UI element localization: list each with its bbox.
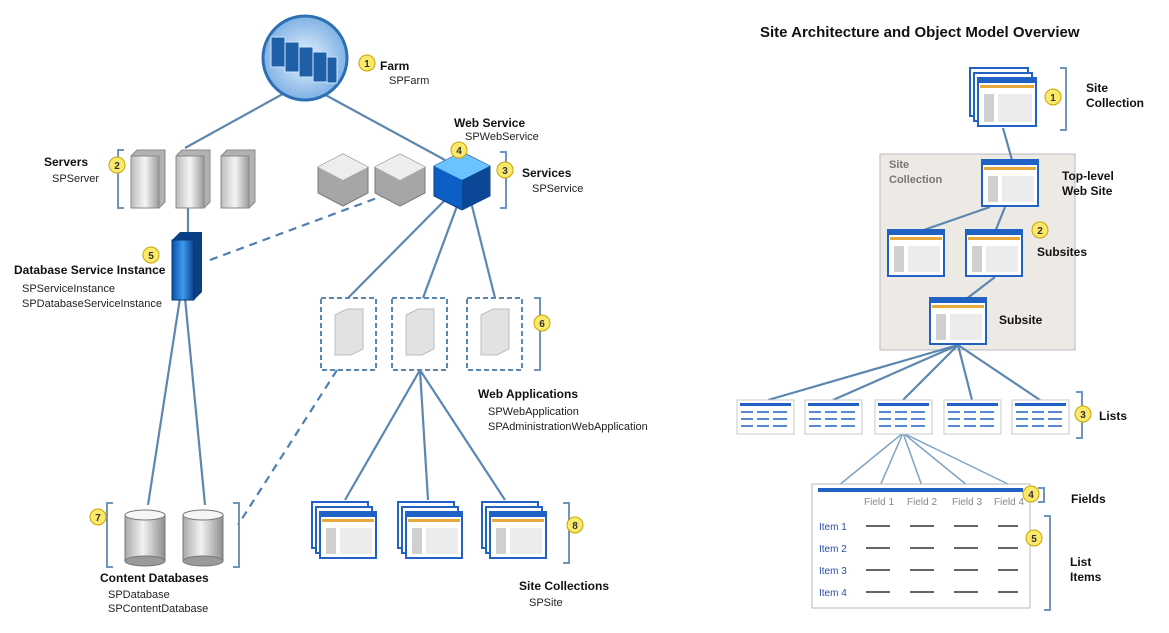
site-collection-label-2: Collection bbox=[1086, 96, 1144, 110]
subsite-label: Subsite bbox=[999, 313, 1043, 327]
list-item-label: Item 1 bbox=[819, 522, 847, 533]
list-items-badge: 5 bbox=[1025, 529, 1043, 547]
subsite-icons bbox=[887, 229, 1023, 277]
box-label-line2: Collection bbox=[889, 174, 942, 186]
db-instance-class1: SPServiceInstance bbox=[22, 283, 115, 295]
site-collections-bracket bbox=[563, 502, 570, 564]
svg-text:8: 8 bbox=[572, 521, 578, 532]
top-level-site-icon bbox=[981, 159, 1039, 207]
list-items-bracket bbox=[1044, 515, 1051, 611]
field-header: Field 2 bbox=[907, 497, 937, 508]
servers-badge: 2 bbox=[108, 156, 126, 174]
site-collection-badge: 1 bbox=[1044, 88, 1062, 106]
site-collection-doc-icons bbox=[311, 501, 547, 559]
services-title: Services bbox=[522, 166, 572, 180]
svg-text:5: 5 bbox=[1031, 534, 1037, 545]
fields-bracket bbox=[1038, 487, 1045, 503]
list-item-label: Item 4 bbox=[819, 588, 847, 599]
svg-text:1: 1 bbox=[364, 59, 370, 70]
services-bracket bbox=[500, 151, 507, 209]
svg-text:3: 3 bbox=[1080, 410, 1086, 421]
top-level-label-1: Top-level bbox=[1062, 169, 1114, 183]
content-dbs-right-bracket bbox=[233, 502, 240, 568]
farm-badge: 1 bbox=[358, 54, 376, 72]
web-apps-title: Web Applications bbox=[478, 387, 578, 401]
db-instance-class2: SPDatabaseServiceInstance bbox=[22, 298, 162, 310]
servers-bracket bbox=[117, 149, 124, 209]
web-apps-bracket bbox=[534, 297, 541, 371]
servers-title: Servers bbox=[44, 155, 88, 169]
server-icons bbox=[130, 149, 256, 209]
web-service-badge: 4 bbox=[450, 141, 468, 159]
services-class: SPService bbox=[532, 183, 583, 195]
site-collections-class: SPSite bbox=[529, 597, 563, 609]
field-header: Field 4 bbox=[994, 497, 1024, 508]
content-dbs-class1: SPDatabase bbox=[108, 589, 170, 601]
site-collection-doc-icon bbox=[969, 67, 1037, 127]
web-application-icons bbox=[320, 297, 523, 371]
subsites-label: Subsites bbox=[1037, 245, 1087, 259]
lists-label: Lists bbox=[1099, 409, 1127, 423]
subsite-icon bbox=[929, 297, 987, 345]
content-dbs-class2: SPContentDatabase bbox=[108, 603, 208, 615]
web-apps-badge: 6 bbox=[533, 314, 551, 332]
right-title: Site Architecture and Object Model Overv… bbox=[760, 24, 1080, 41]
svg-text:6: 6 bbox=[539, 319, 545, 330]
db-instance-badge: 5 bbox=[142, 246, 160, 264]
svg-text:7: 7 bbox=[95, 513, 101, 524]
field-header: Field 3 bbox=[952, 497, 982, 508]
list-icons bbox=[736, 399, 1070, 435]
left-connectors bbox=[146, 89, 506, 526]
svg-text:4: 4 bbox=[1028, 490, 1034, 501]
service-cube-icons bbox=[317, 153, 426, 207]
database-server-icon bbox=[171, 232, 202, 301]
fields-label: Fields bbox=[1071, 492, 1106, 506]
content-dbs-title: Content Databases bbox=[100, 571, 209, 585]
services-badge: 3 bbox=[496, 161, 514, 179]
farm-icon bbox=[261, 14, 349, 102]
list-items-label-2: Items bbox=[1070, 570, 1102, 584]
content-dbs-left-bracket bbox=[106, 502, 113, 568]
web-apps-class1: SPWebApplication bbox=[488, 406, 579, 418]
site-collection-bracket bbox=[1060, 67, 1067, 131]
web-service-title: Web Service bbox=[454, 116, 525, 130]
content-database-icons bbox=[124, 509, 224, 567]
servers-class: SPServer bbox=[52, 173, 99, 185]
web-apps-class2: SPAdministrationWebApplication bbox=[488, 421, 648, 433]
list-item-label: Item 3 bbox=[819, 566, 847, 577]
farm-class: SPFarm bbox=[389, 75, 429, 87]
site-collections-title: Site Collections bbox=[519, 579, 609, 593]
web-service-class: SPWebService bbox=[465, 131, 539, 143]
content-dbs-badge: 7 bbox=[89, 508, 107, 526]
web-service-cube-icon bbox=[433, 151, 491, 211]
lists-badge: 3 bbox=[1074, 405, 1092, 423]
list-table: Field 1 Field 2 Field 3 Field 4 Item 1 I… bbox=[811, 483, 1031, 609]
svg-text:4: 4 bbox=[456, 146, 462, 157]
site-collections-badge: 8 bbox=[566, 516, 584, 534]
svg-text:3: 3 bbox=[502, 166, 508, 177]
box-label-line1: Site bbox=[889, 159, 909, 171]
subsites-badge: 2 bbox=[1031, 221, 1049, 239]
fields-badge: 4 bbox=[1022, 485, 1040, 503]
field-header: Field 1 bbox=[864, 497, 894, 508]
svg-text:1: 1 bbox=[1050, 93, 1056, 104]
svg-text:5: 5 bbox=[148, 251, 154, 262]
db-instance-title: Database Service Instance bbox=[14, 263, 166, 277]
top-level-label-2: Web Site bbox=[1062, 184, 1113, 198]
list-items-label-1: List bbox=[1070, 555, 1091, 569]
farm-title: Farm bbox=[380, 59, 409, 73]
list-item-label: Item 2 bbox=[819, 544, 847, 555]
svg-text:2: 2 bbox=[1037, 226, 1043, 237]
right-connectors bbox=[767, 127, 1041, 487]
site-collection-label-1: Site bbox=[1086, 81, 1108, 95]
svg-text:2: 2 bbox=[114, 161, 120, 172]
